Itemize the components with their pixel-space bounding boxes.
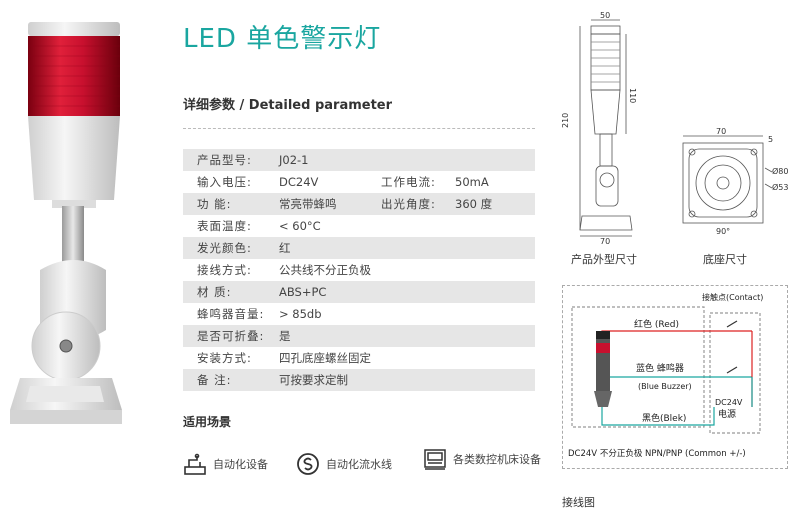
dim-label: 50 — [600, 11, 610, 20]
dim-label: 5 — [768, 135, 773, 144]
spec-row: 表面温度: < 60°C — [183, 215, 535, 237]
scenario-label: 各类数控机床设备 — [453, 452, 541, 466]
spec-label: 是否可折叠: — [197, 329, 265, 343]
dimension-drawing: 50 110 210 70 70 5 Ø80 Ø53 90° — [561, 11, 788, 246]
spec-row: 材 质: ABS+PC — [183, 281, 535, 303]
wiring-footer: DC24V 不分正负极 NPN/PNP (Common +/-) — [568, 448, 746, 459]
scenario-item: 自动化流水线 — [296, 452, 392, 476]
spec-label: 产品型号: — [197, 153, 252, 167]
product-photo — [10, 22, 122, 424]
power-label: DC24V — [715, 398, 743, 407]
spec-value: > 85db — [279, 307, 322, 321]
automation-equipment-icon — [184, 453, 206, 475]
spec-value: J02-1 — [279, 153, 309, 167]
spec-label: 材 质: — [197, 285, 232, 299]
spec-row: 安装方式: 四孔底座螺丝固定 — [183, 347, 535, 369]
spec-label: 蜂鸣器音量: — [197, 307, 265, 321]
caption-outline-dimensions: 产品外型尺寸 — [571, 253, 637, 266]
spec-label: 工作电流: — [381, 175, 436, 189]
cnc-machine-icon — [424, 449, 446, 470]
blue-wire-label-en: (Blue Buzzer) — [638, 382, 692, 391]
spec-value: 四孔底座螺丝固定 — [279, 351, 371, 365]
spec-value: ABS+PC — [279, 285, 327, 299]
dim-label: 90° — [716, 227, 730, 236]
section-title-scenarios: 适用场景 — [183, 415, 232, 429]
spec-row: 备 注: 可按要求定制 — [183, 369, 535, 391]
spec-row: 输入电压: DC24V 工作电流: 50mA — [183, 171, 535, 193]
dim-label: 210 — [561, 113, 570, 128]
spec-value: 50mA — [455, 175, 489, 189]
spec-row: 功 能: 常亮带蜂鸣 出光角度: 360 度 — [183, 193, 535, 215]
spec-row: 接线方式: 公共线不分正负极 — [183, 259, 535, 281]
spec-value: 公共线不分正负极 — [279, 263, 371, 277]
spec-value: 是 — [279, 329, 291, 343]
dim-label: 70 — [600, 237, 610, 246]
blue-wire-label: 蓝色 蜂鸣器 — [636, 362, 684, 374]
power-label-cn: 电源 — [718, 408, 736, 420]
scenario-item: 自动化设备 — [183, 452, 268, 476]
wiring-diagram: 接触点(Contact) 红色 (Red) 蓝色 蜂鸣器 (Blue Buzze… — [568, 292, 763, 459]
spec-label: 备 注: — [197, 373, 232, 387]
spec-label: 接线方式: — [197, 263, 252, 277]
page-title: LED 单色警示灯 — [183, 24, 382, 54]
spec-value: 可按要求定制 — [279, 373, 348, 387]
spec-value: < 60°C — [279, 219, 321, 233]
spec-table: 产品型号: J02-1 输入电压: DC24V 工作电流: 50mA 功 能: 常亮带蜂鸣… — [183, 149, 535, 391]
scenario-label: 自动化流水线 — [326, 458, 392, 471]
dim-label: 70 — [716, 127, 726, 136]
dim-label: Ø53 — [772, 182, 788, 192]
contact-label: 接触点(Contact) — [702, 292, 763, 302]
dim-label: 110 — [628, 88, 637, 103]
spec-row: 是否可折叠: 是 — [183, 325, 535, 347]
spec-value: 常亮带蜂鸣 — [279, 197, 337, 211]
spec-label: 表面温度: — [197, 219, 252, 233]
spec-row: 蜂鸣器音量: > 85db — [183, 303, 535, 325]
red-wire-label: 红色 (Red) — [634, 318, 679, 330]
spec-row: 产品型号: J02-1 — [183, 149, 535, 171]
caption-wiring: 接线图 — [562, 496, 595, 509]
dim-label: Ø80 — [772, 166, 788, 176]
assembly-line-icon — [297, 453, 319, 475]
spec-label: 安装方式: — [197, 351, 252, 365]
spec-value: 红 — [279, 241, 291, 255]
spec-label: 功 能: — [197, 197, 232, 211]
spec-row: 发光颜色: 红 — [183, 237, 535, 259]
spec-label: 输入电压: — [197, 175, 252, 189]
wiring-diagram-frame — [562, 285, 788, 469]
spec-value: DC24V — [279, 175, 319, 189]
section-title-parameters: 详细参数 / Detailed parameter — [183, 98, 393, 113]
scenario-label: 自动化设备 — [213, 458, 268, 471]
divider — [183, 128, 535, 129]
black-wire-label: 黑色(Blek) — [642, 412, 686, 424]
caption-base-dimensions: 底座尺寸 — [703, 253, 747, 266]
spec-label: 发光颜色: — [197, 241, 252, 255]
spec-value: 360 度 — [455, 197, 493, 211]
scenario-item: 各类数控机床设备 — [423, 447, 549, 471]
spec-label: 出光角度: — [381, 197, 436, 211]
